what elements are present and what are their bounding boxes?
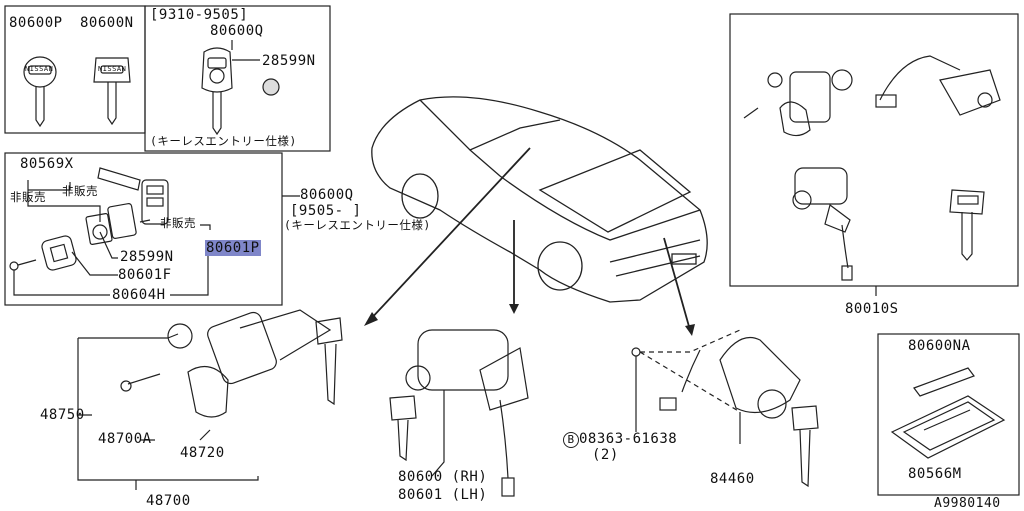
keyless-box-frame <box>144 5 331 152</box>
part-80604h-label: 80604H <box>112 287 166 303</box>
bolt-symbol: B <box>563 432 579 448</box>
part-80600-rh-label: 80600 (RH) <box>398 469 488 485</box>
nissan-logo-left: NISSAN <box>25 65 54 73</box>
transmitter-keyless-note: (キーレスエントリー仕様) <box>284 218 431 232</box>
nissan-logo-right: NISSAN <box>98 65 127 73</box>
bolt-qty-label: (2) <box>592 447 619 463</box>
key-80600p-icon <box>23 56 57 128</box>
key-80600q-icon <box>201 47 233 136</box>
door-leader-line <box>431 390 445 477</box>
keyless-note: (キーレスエントリー仕様) <box>150 134 297 148</box>
part-80600na-label: 80600NA <box>908 338 971 354</box>
part-48720-label: 48720 <box>180 445 225 461</box>
transmitter-case-icon <box>85 203 137 245</box>
transmitter-key-icon <box>97 167 169 225</box>
battery-28599n-icon <box>262 78 280 96</box>
date-range-9310-9505: [9310-9505] <box>150 7 249 23</box>
bolt-part-number: 08363-61638 <box>579 431 678 447</box>
part-80600q-transmitter-label: 80600Q <box>300 187 354 203</box>
part-80601f-label: 80601F <box>118 267 172 283</box>
part-80601-lh-label: 80601 (LH) <box>398 487 488 503</box>
kit-box-frame <box>729 13 1019 287</box>
steering-key-icon <box>315 317 343 406</box>
part-84460-label: 84460 <box>710 471 755 487</box>
key-80600n-icon <box>93 57 131 126</box>
not-for-sale-2: 非販売 <box>10 190 46 204</box>
trunk-key-icon <box>791 405 819 488</box>
part-80600n-label: 80600N <box>80 15 134 31</box>
card-holder-icon <box>890 395 1006 459</box>
part-80601p-label: 80601P <box>205 240 261 256</box>
part-80601p-highlight: 80601P <box>205 240 261 256</box>
not-for-sale-1: 非販売 <box>62 184 98 198</box>
card-box-frame <box>877 333 1020 496</box>
part-80569x-label: 80569X <box>20 156 74 172</box>
part-80600p-label: 80600P <box>9 15 63 31</box>
card-key-icon <box>913 367 975 397</box>
trunk-dashed-lines <box>639 329 741 413</box>
door-key-icon <box>389 395 417 462</box>
transmitter-cover-icon <box>41 235 77 271</box>
kit-trunk-lock-icon <box>875 55 1001 116</box>
part-28599n-transmitter-label: 28599N <box>120 249 174 265</box>
part-80566m-label: 80566M <box>908 466 962 482</box>
trunk-lock-icon <box>659 336 801 419</box>
part-28599n-label: 28599N <box>262 53 316 69</box>
car-icon <box>371 96 708 303</box>
part-80600q-label: 80600Q <box>210 23 264 39</box>
kit-key-icon <box>949 189 985 261</box>
part-48700-label: 48700 <box>146 493 191 509</box>
transmitter-box-frame <box>4 152 283 306</box>
bolt-icon <box>631 347 641 372</box>
steering-bracket-lines <box>77 333 259 481</box>
diagram-id: A9980140 <box>934 496 1001 511</box>
steering-lock-icon <box>120 309 332 418</box>
part-80010s-label: 80010S <box>845 301 899 317</box>
kit-door-lock-icon <box>792 167 853 281</box>
date-range-9505: [9505- ] <box>290 203 362 219</box>
screw-icon <box>9 259 37 271</box>
door-lock-icon <box>405 329 529 497</box>
part-48700a-label: 48700A <box>98 431 152 447</box>
not-for-sale-3: 非販売 <box>160 216 196 230</box>
kit-steering-lock-icon <box>743 69 853 137</box>
part-48750-label: 48750 <box>40 407 85 423</box>
